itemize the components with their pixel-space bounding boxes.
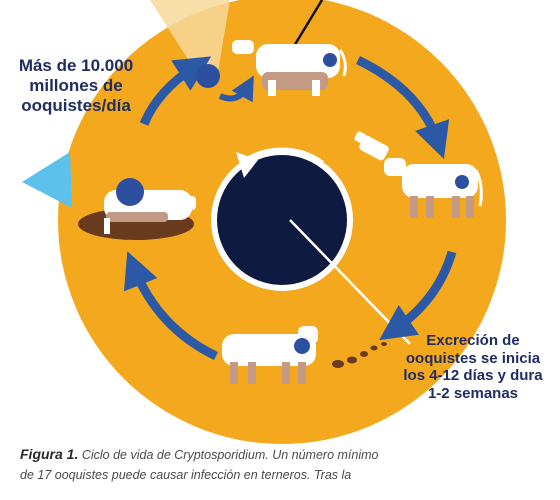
oocysts-line-2: millones de: [29, 76, 123, 96]
caption-line-2: de 17 ooquistes puede causar infección e…: [20, 467, 352, 482]
center-disc: [211, 149, 353, 291]
excretion-line-2: ooquistes se inicia: [405, 349, 541, 367]
excretion-line-4: 1-2 semanas: [427, 385, 519, 403]
oocysts-line-1: Más de 10.000: [18, 56, 134, 75]
center-arrow-head: [236, 152, 258, 178]
figure-caption: Figura 1. Ciclo de vida de Cryptosporidi…: [20, 444, 440, 485]
cycle-arrow-top-right: [356, 55, 450, 160]
caption-line-1: Ciclo de vida de Cryptosporidium. Un núm…: [81, 448, 379, 462]
calf-drinking-icon: [384, 158, 483, 218]
feces-droplets-icon: [332, 342, 387, 368]
oocysts-line-3: ooquistes/día: [21, 96, 131, 116]
figure-label: Figura 1.: [20, 446, 79, 462]
curved-arrow-to-calf: [218, 75, 254, 103]
cycle-arrow-left: [139, 56, 212, 126]
oocysts-per-day-label: Más de 10.000 millones de ooquistes/día: [6, 56, 146, 116]
cycle-arrow-right: [379, 250, 457, 341]
excretion-line-1: Excreción de: [426, 332, 520, 349]
left-pointer-icon: [22, 152, 72, 208]
oocyst-ball-icon: [196, 64, 220, 88]
calf-standing-icon: [232, 40, 347, 96]
cycle-arrow-bottom-left: [123, 251, 218, 361]
excretion-line-3: los 4-12 días y dura: [403, 367, 543, 385]
calf-lying-icon: [78, 178, 196, 240]
excretion-label: Excreción de ooquistes se inicia los 4-1…: [396, 332, 550, 403]
milk-bottle-icon: [354, 131, 389, 161]
calf-excreting-icon: [222, 326, 318, 384]
